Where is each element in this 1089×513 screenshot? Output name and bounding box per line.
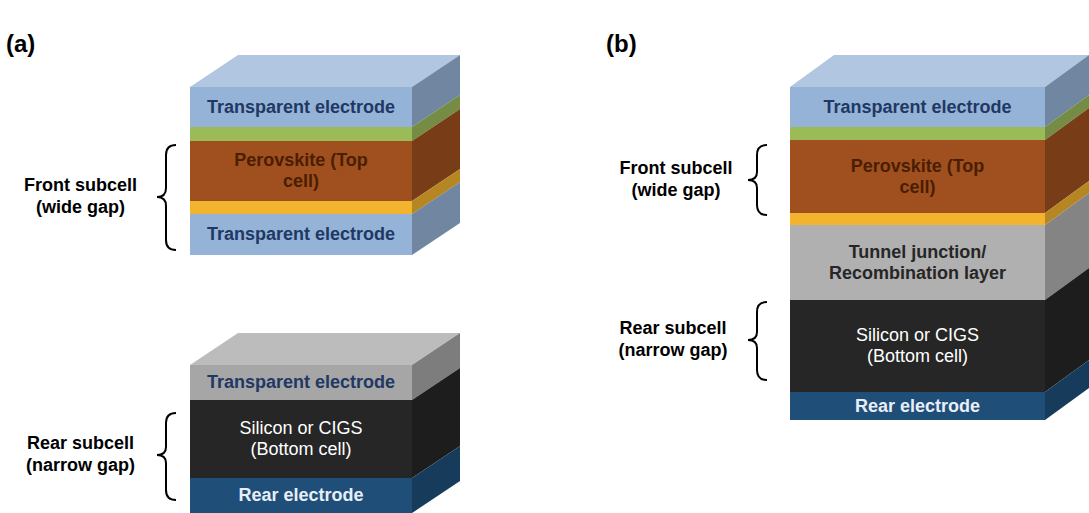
layer-box: Silicon or CIGS (Bottom cell) (190, 400, 412, 478)
thin-layer (190, 127, 412, 141)
brace (157, 413, 176, 500)
brace (748, 145, 767, 215)
panel-letter: (b) (606, 30, 666, 59)
brace (748, 302, 767, 380)
layer-text: Perovskite (Top cell) (231, 150, 371, 191)
layer-box: Rear electrode (790, 392, 1045, 420)
thin-layer (190, 201, 412, 214)
side-face (412, 446, 460, 513)
thin-layer (790, 127, 1045, 140)
layer-text: Rear electrode (855, 396, 980, 417)
layer-box: Perovskite (Top cell) (190, 141, 412, 201)
layer-text: Rear electrode (238, 485, 363, 506)
layer-box: Transparent electrode (190, 87, 412, 127)
layer-box: Transparent electrode (190, 365, 412, 400)
layer-box: Transparent electrode (190, 214, 412, 255)
subcell-label: Rear subcell (narrow gap) (8, 433, 153, 476)
subcell-label: Rear subcell (narrow gap) (600, 318, 746, 361)
layer-box: Transparent electrode (790, 87, 1045, 127)
layer-text: Transparent electrode (207, 224, 395, 245)
subcell-label: Front subcell (wide gap) (8, 175, 153, 218)
layer-text: Transparent electrode (823, 97, 1011, 118)
layer-box: Silicon or CIGS (Bottom cell) (790, 300, 1045, 392)
layer-text: Transparent electrode (207, 97, 395, 118)
layer-box: Rear electrode (190, 478, 412, 513)
layer-text: Perovskite (Top cell) (848, 156, 988, 197)
side-face (412, 182, 460, 255)
layer-box: Tunnel junction/ Recombination layer (790, 225, 1045, 300)
thin-layer (790, 213, 1045, 225)
side-face (1045, 360, 1089, 420)
subcell-label: Front subcell (wide gap) (606, 158, 746, 201)
layer-text: Tunnel junction/ Recombination layer (798, 242, 1038, 283)
layer-text: Transparent electrode (207, 372, 395, 393)
panel-letter: (a) (6, 30, 66, 59)
top-face (790, 55, 1089, 87)
layer-text: Silicon or CIGS (Bottom cell) (838, 325, 998, 366)
brace (157, 145, 176, 250)
layer-text: Silicon or CIGS (Bottom cell) (221, 418, 381, 459)
layer-box: Perovskite (Top cell) (790, 140, 1045, 213)
